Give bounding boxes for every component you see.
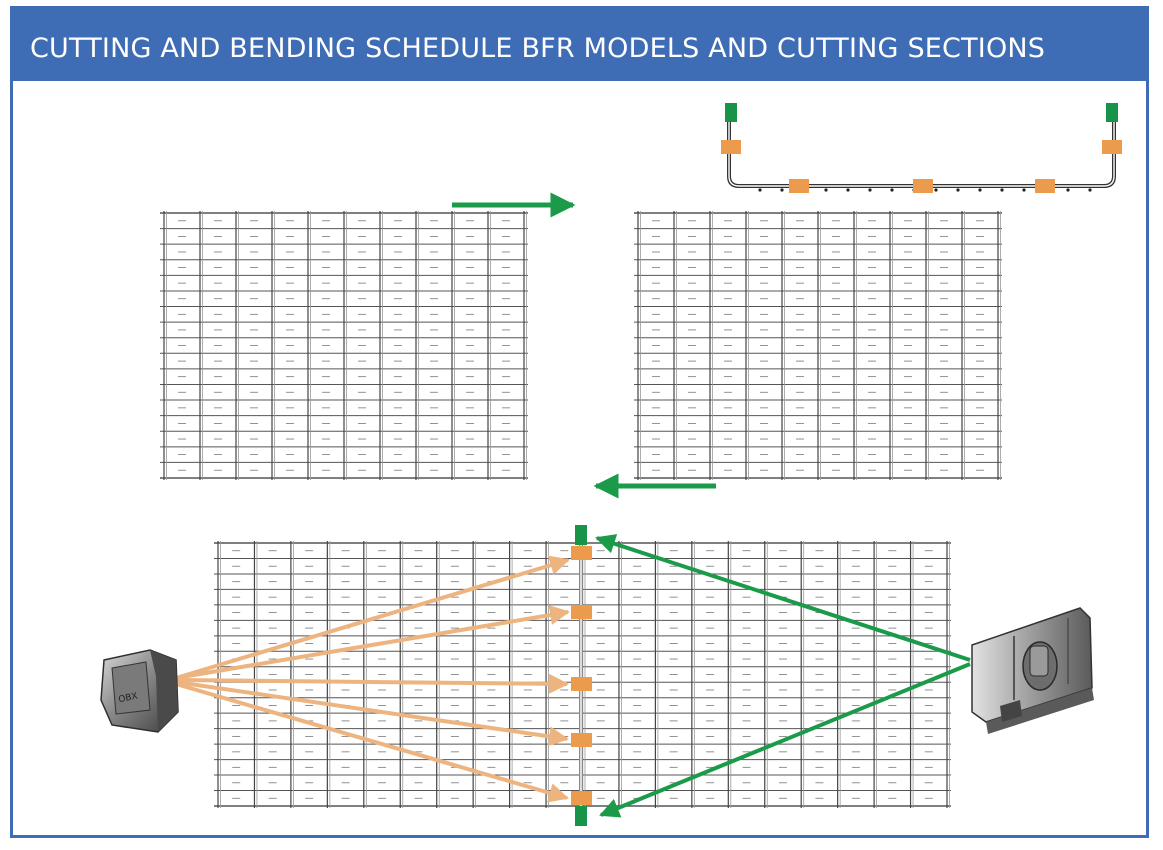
orange-arrow-4	[175, 680, 569, 747]
profile-dot	[824, 188, 828, 192]
profile-marker-orange-2	[913, 179, 933, 193]
green-arrows	[595, 534, 971, 818]
svg-text:OBX: OBX	[118, 692, 139, 706]
profile-dot	[780, 188, 784, 192]
section-marker-orange-2	[571, 605, 592, 619]
orange-arrow-5	[175, 682, 569, 803]
orange-arrow-2	[175, 605, 570, 680]
green-arrow-bottom	[599, 662, 971, 818]
profile-dot	[1066, 188, 1070, 192]
profile-dot	[956, 188, 960, 192]
mesh-panel-top-right	[634, 211, 1002, 480]
profile-dot	[1000, 188, 1004, 192]
page-title: CUTTING AND BENDING SCHEDULE BFR MODELS …	[30, 33, 1046, 64]
green-arrow-top	[595, 534, 971, 662]
section-marker-green-top	[575, 525, 587, 545]
section-marker-orange-3	[571, 677, 592, 691]
section-marker-green-bottom	[575, 806, 587, 826]
section-marker-orange-4	[571, 733, 592, 747]
profile-dot	[890, 188, 894, 192]
header-bar: CUTTING AND BENDING SCHEDULE BFR MODELS …	[13, 9, 1146, 81]
section-marker-orange-1	[571, 546, 592, 560]
section-marker-orange-5	[571, 791, 592, 805]
orange-arrows	[175, 555, 570, 803]
profile-marker-green-right	[1106, 103, 1118, 122]
profile-dot	[978, 188, 982, 192]
mesh-panel-top-left	[160, 211, 528, 480]
bent-bar-profile	[721, 103, 1122, 193]
connector-plate-right-icon	[971, 607, 1094, 734]
profile-dot	[1088, 188, 1092, 192]
profile-marker-orange-left	[721, 140, 741, 154]
profile-marker-green-left	[725, 103, 737, 122]
profile-dot	[758, 188, 762, 192]
profile-marker-orange-3	[1035, 179, 1055, 193]
orange-arrow-3	[175, 673, 569, 694]
profile-marker-orange-right	[1102, 140, 1122, 154]
profile-dot	[846, 188, 850, 192]
orange-arrow-1	[175, 555, 570, 680]
profile-marker-orange-1	[789, 179, 809, 193]
connector-clip-left-icon: OBX	[100, 649, 179, 733]
profile-dot	[934, 188, 938, 192]
profile-dot	[1022, 188, 1026, 192]
profile-dot	[868, 188, 872, 192]
